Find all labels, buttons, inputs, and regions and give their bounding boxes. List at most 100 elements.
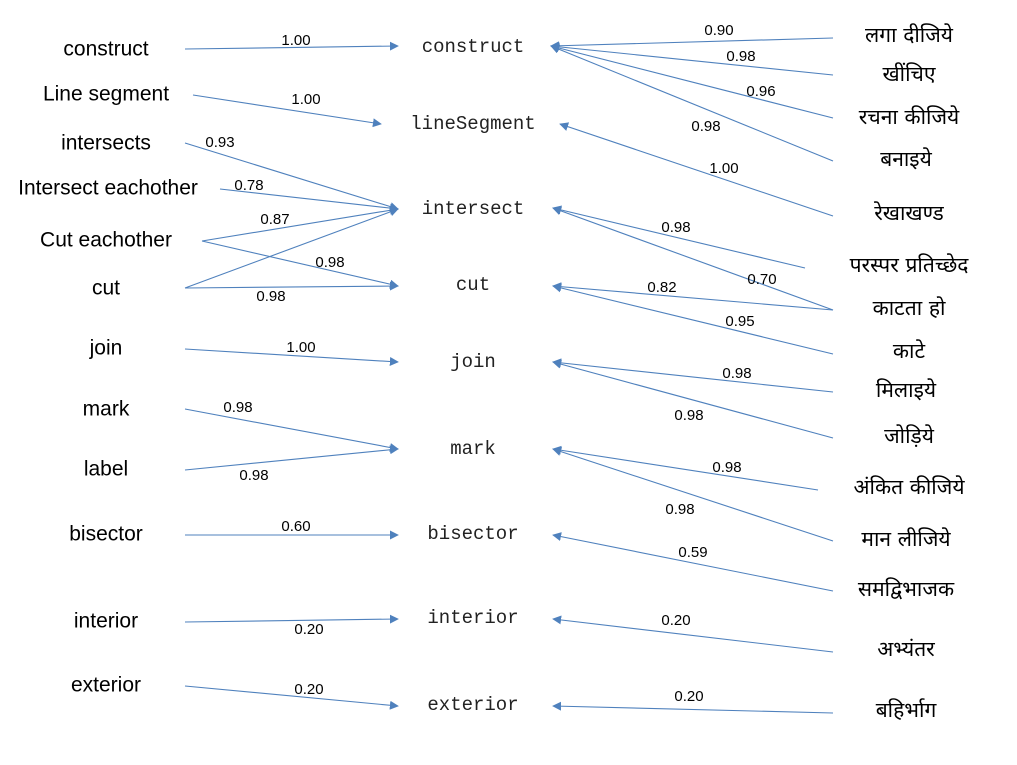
english-link-cut-eachother-to-cut (201, 240, 399, 289)
weight-label: 0.98 (223, 399, 252, 416)
weight-label: 0.82 (647, 279, 676, 296)
english-link-line-segment-to-linesegment (192, 94, 382, 128)
weight-label: 0.78 (234, 177, 263, 194)
concept-mark: mark (450, 438, 496, 460)
hindi-link-11-to-mark (552, 445, 819, 491)
hindi-link-14-to-interior (552, 615, 834, 653)
concept-exterior: exterior (427, 694, 518, 716)
weight-label: 0.98 (256, 288, 285, 305)
hindi-link-15-to-exterior (552, 701, 834, 714)
english-term-intersect-eachother: Intersect eachother (18, 177, 198, 200)
hindi-term-12: मान लीजिये (861, 527, 951, 551)
hindi-term-5: रेखाखण्ड (874, 201, 945, 225)
weight-label: 0.98 (726, 48, 755, 65)
english-term-exterior: exterior (71, 674, 141, 697)
weight-label: 0.90 (704, 22, 733, 39)
hindi-term-13: समद्विभाजक (858, 577, 955, 601)
concept-interior: interior (427, 607, 518, 629)
hindi-term-3: रचना कीजिये (859, 105, 960, 129)
hindi-link-8-to-cut (552, 283, 834, 355)
english-term-line-segment: Line segment (43, 83, 169, 106)
weights-layer: 1.00 1.00 0.93 0.78 0.87 0.98 0.98 1.00 0.98 0.98… (205, 22, 776, 705)
weight-label: 0.20 (674, 688, 703, 705)
english-term-cut: cut (92, 277, 120, 300)
concept-column: construct lineSegment intersect cut join mark… (410, 36, 535, 716)
hindi-term-4: बनाइये (880, 147, 932, 171)
hindi-term-9: मिलाइये (876, 378, 937, 402)
hindi-term-15: बहिर्भाग (876, 698, 938, 722)
concept-linesegment: lineSegment (410, 113, 535, 135)
hindi-link-5-to-linesegment (559, 122, 834, 217)
concept-join: join (450, 351, 496, 373)
english-link-intersects-to-intersect (184, 142, 399, 211)
weight-label: 0.98 (691, 118, 720, 135)
hindi-link-7-to-cut (552, 282, 834, 311)
weight-label: 0.98 (239, 467, 268, 484)
english-term-cut-eachother: Cut eachother (40, 229, 172, 252)
english-term-join: join (89, 337, 123, 360)
english-term-label: label (84, 458, 128, 481)
english-link-construct-to-construct (184, 41, 399, 51)
english-link-intersect-eachother-to-intersect (219, 188, 399, 213)
english-term-bisector: bisector (69, 523, 143, 546)
hindi-term-6: परस्पर प्रतिच्छेद (850, 253, 970, 277)
english-link-cut-to-intersect (184, 207, 399, 289)
weight-label: 1.00 (281, 32, 310, 49)
hindi-link-9-to-join (552, 358, 834, 393)
weight-label: 0.20 (294, 681, 323, 698)
english-term-intersects: intersects (61, 132, 151, 155)
hindi-term-10: जोड़िये (884, 424, 935, 448)
weight-label: 0.96 (746, 83, 775, 100)
hindi-term-14: अभ्यंतर (877, 637, 935, 661)
hindi-link-12-to-mark (552, 447, 834, 542)
english-link-label-to-mark (184, 445, 399, 471)
english-term-construct: construct (63, 38, 148, 61)
weight-label: 0.87 (260, 211, 289, 228)
hindi-link-13-to-bisector (552, 532, 834, 592)
weight-label: 0.98 (722, 365, 751, 382)
weight-label: 1.00 (286, 339, 315, 356)
hindi-term-8: काटे (893, 339, 926, 363)
edges-layer (184, 37, 834, 714)
hindi-link-2-to-construct (550, 42, 834, 76)
english-term-mark: mark (83, 398, 130, 421)
hindi-link-10-to-join (552, 359, 834, 439)
concept-bisector: bisector (427, 523, 518, 545)
english-term-interior: interior (74, 610, 138, 633)
weight-label: 0.98 (674, 407, 703, 424)
hindi-term-1: लगा दीजिये (865, 23, 954, 47)
weight-label: 0.93 (205, 134, 234, 151)
english-link-mark-to-mark (184, 408, 399, 452)
concept-cut: cut (456, 274, 490, 296)
english-link-cut-eachother-to-intersect (201, 205, 399, 242)
concept-construct: construct (422, 36, 525, 58)
english-link-exterior-to-exterior (184, 685, 399, 710)
english-link-interior-to-interior (184, 614, 399, 624)
hindi-term-11: अंकित कीजिये (853, 475, 965, 499)
weight-label: 0.98 (665, 501, 694, 518)
weight-label: 0.59 (678, 544, 707, 561)
weight-label: 0.70 (747, 271, 776, 288)
weight-label: 1.00 (291, 91, 320, 108)
hindi-link-1-to-construct (550, 37, 834, 51)
weight-label: 0.98 (712, 459, 741, 476)
hindi-link-7-to-intersect (552, 206, 834, 311)
english-link-cut-to-cut (184, 281, 399, 291)
weight-label: 0.98 (661, 219, 690, 236)
weight-label: 0.60 (281, 518, 310, 535)
hindi-term-7: काटता हो (873, 296, 946, 320)
concept-intersect: intersect (422, 198, 525, 220)
hindi-terms-column: लगा दीजिये खींचिए रचना कीजिये बनाइये रेखाखण्… (850, 23, 970, 722)
weight-label: 0.20 (294, 621, 323, 638)
hindi-link-4-to-construct (550, 44, 834, 162)
hindi-term-2: खींचिए (882, 62, 935, 86)
weight-label: 1.00 (709, 160, 738, 177)
weight-label: 0.95 (725, 313, 754, 330)
hindi-link-6-to-intersect (552, 205, 806, 269)
hindi-link-3-to-construct (550, 43, 834, 119)
weight-label: 0.98 (315, 254, 344, 271)
english-link-join-to-join (184, 348, 399, 366)
